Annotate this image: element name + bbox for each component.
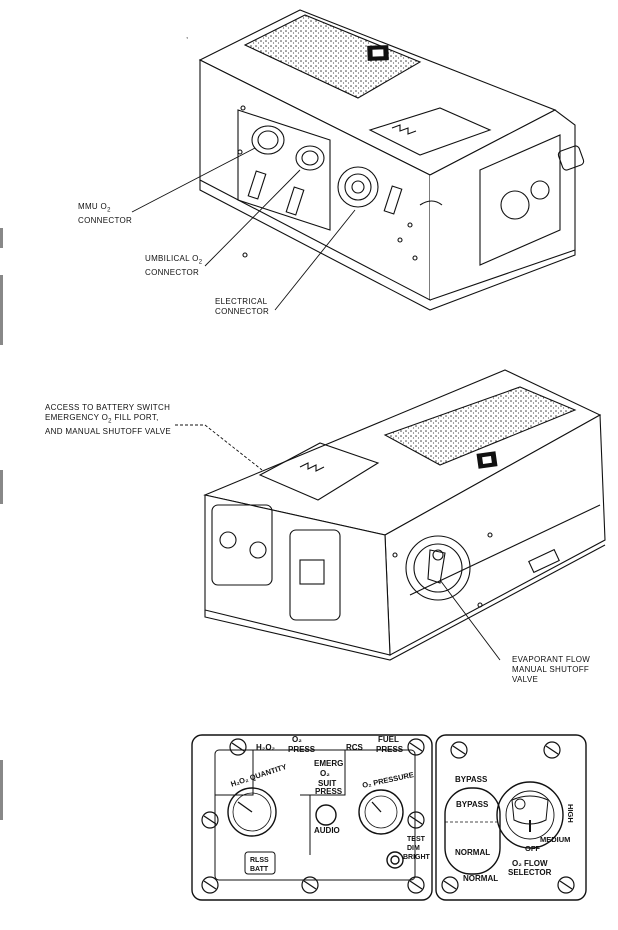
label-high: HIGH — [566, 804, 575, 823]
label-medium: MEDIUM — [540, 835, 570, 844]
label-emerg-o2-line1: EMERG — [314, 759, 343, 768]
backpack-unit-middle-illustration — [175, 369, 606, 661]
label-o2-press-line1: O₂ — [292, 735, 302, 744]
label-bypass-inner: BYPASS — [456, 800, 489, 809]
edge-mark — [0, 760, 3, 820]
leader-evaporant — [439, 579, 501, 661]
right-panel-labels: BYPASS BYPASS NORMAL NORMAL HIGH MEDIUM … — [455, 775, 575, 883]
callout-electrical-connector: ELECTRICAL CONNECTOR — [215, 297, 270, 316]
label-suit-press-line2: PRESS — [315, 787, 343, 796]
label-test: TEST — [407, 836, 426, 843]
label-emerg-o2-line2: O₂ — [320, 769, 330, 778]
leader-battery-access — [175, 424, 263, 471]
label-audio: AUDIO — [314, 826, 340, 835]
leader-umbilical — [204, 169, 301, 267]
label-normal-bottom: NORMAL — [463, 874, 498, 883]
label-o2-press-line2: PRESS — [288, 745, 316, 754]
right-control-panel — [435, 734, 587, 901]
edge-mark — [0, 228, 3, 248]
label-off: OFF — [525, 844, 540, 853]
callout-mmu-o2-connector: MMU O2 CONNECTOR — [78, 202, 133, 225]
backpack-unit-top-illustration: , — [131, 9, 585, 311]
leader-mmu — [131, 147, 256, 213]
control-panels: H₂O₂ O₂ PRESS RCS FUEL PRESS EMERG O₂ SU… — [191, 734, 587, 901]
label-bypass-top: BYPASS — [455, 775, 488, 784]
label-selector: SELECTOR — [508, 868, 552, 877]
label-batt: BATT — [250, 866, 269, 873]
leader-electrical — [274, 209, 356, 311]
label-rlss: RLSS — [250, 857, 269, 864]
edge-mark — [0, 470, 3, 504]
label-dim: DIM — [407, 845, 420, 852]
callout-battery-access: ACCESS TO BATTERY SWITCH EMERGENCY O2 FI… — [45, 403, 172, 436]
label-rcs: RCS — [346, 743, 364, 752]
left-control-panel — [191, 734, 433, 901]
edge-mark — [0, 275, 3, 345]
callout-umbilical-o2-connector: UMBILICAL O2 CONNECTOR — [145, 254, 203, 277]
label-suit-press-line1: SUIT — [318, 779, 336, 788]
label-o2-flow: O₂ FLOW — [512, 859, 548, 868]
callout-evaporant-valve: EVAPORANT FLOW MANUAL SHUTOFF VALVE — [512, 655, 591, 684]
label-bright: BRIGHT — [403, 854, 431, 861]
label-h2o2: H₂O₂ — [256, 743, 276, 752]
svg-text:,: , — [186, 31, 188, 40]
label-fuel-press-line1: FUEL — [378, 735, 399, 744]
label-h2o2-quantity: H₂O₂ QUANTITY — [230, 762, 288, 789]
label-o2-pressure: O₂ PRESSURE — [361, 770, 414, 790]
label-normal-inner: NORMAL — [455, 848, 490, 857]
label-fuel-press-line2: PRESS — [376, 745, 404, 754]
